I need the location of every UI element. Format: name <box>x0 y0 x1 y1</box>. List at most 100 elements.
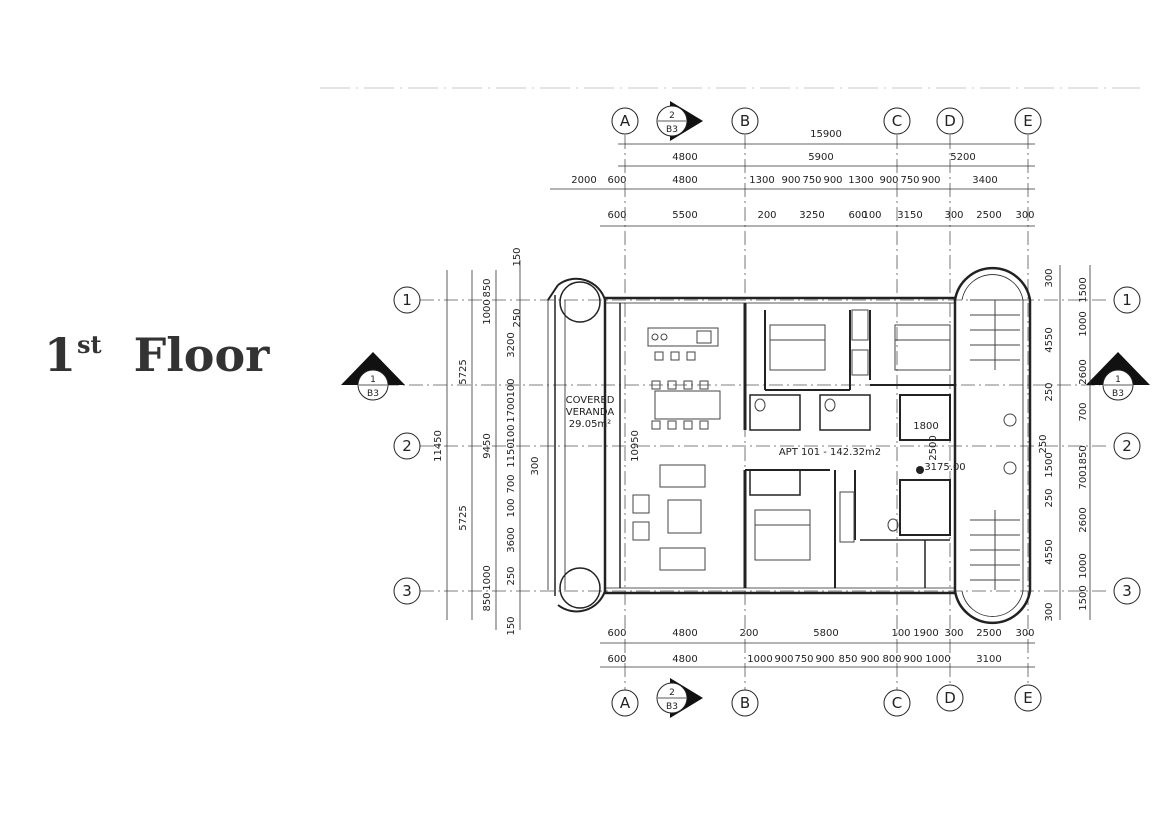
floor-word: Floor <box>133 328 270 382</box>
dim-top-r3-3: 4800 <box>672 175 697 186</box>
dim-bot-r2-10: 900 <box>903 654 922 665</box>
floor-number: 1 <box>44 328 77 382</box>
dim-top-r4-2: 5500 <box>672 210 697 221</box>
section-right-sheet: B3 <box>1112 389 1124 399</box>
dim-left-3-5: 100 <box>506 498 517 517</box>
stair-dim-vertical: 2500 <box>928 435 939 460</box>
dim-top-r2-3: 5200 <box>950 152 975 163</box>
grid-col-top-d: D <box>944 112 956 130</box>
floor-ordinal-suffix: st <box>77 330 102 359</box>
dim-right-out-6: 700 <box>1078 470 1089 489</box>
grid-row-left-1: 1 <box>402 291 412 309</box>
dim-bot-r2-1: 600 <box>607 654 626 665</box>
dim-right-out-4: 700 <box>1078 402 1089 421</box>
dim-left-2-2: 9450 <box>482 433 493 458</box>
dim-top-r4-6: 100 <box>862 210 881 221</box>
dim-top-r4-7: 3150 <box>897 210 922 221</box>
dim-right-in-7: 4550 <box>1044 539 1055 564</box>
grid-row-right-3: 3 <box>1122 582 1132 600</box>
section-left-sheet: B3 <box>367 389 379 399</box>
dim-top-r3-5: 900 <box>781 175 800 186</box>
dim-top-r3-11: 900 <box>921 175 940 186</box>
dim-top-r3-6: 750 <box>802 175 821 186</box>
stair-dim-label: 1800 <box>913 421 938 432</box>
dim-left-2-3: 5725 <box>458 505 469 530</box>
grid-row-right-2: 2 <box>1122 437 1132 455</box>
dim-bot-r2-9: 800 <box>882 654 901 665</box>
dim-right-in-2: 4550 <box>1044 327 1055 352</box>
grid-col-top-b: B <box>740 112 750 130</box>
grid-col-bottom-e: E <box>1023 689 1032 707</box>
dim-left-3-6: 3600 <box>506 527 517 552</box>
level-mark: 3175.00 <box>924 462 965 473</box>
dim-bot-r2-4: 900 <box>774 654 793 665</box>
grid-col-top-a: A <box>620 112 631 130</box>
grid-col-top-c: C <box>892 112 902 130</box>
dim-top-r2-2: 5900 <box>808 152 833 163</box>
dim-top-r3-10: 750 <box>900 175 919 186</box>
dim-top-r4-9: 2500 <box>976 210 1001 221</box>
dim-top-r3-4: 1300 <box>749 175 774 186</box>
dim-right-out-3: 2600 <box>1078 359 1089 384</box>
section-top-number: 2 <box>669 111 675 121</box>
dim-left-4-8: 250 <box>506 566 517 585</box>
dim-top-r3-1: 2000 <box>571 175 596 186</box>
dim-bot-r2-2: 4800 <box>672 654 697 665</box>
dim-left-4-7: 700 <box>506 474 517 493</box>
section-right-number: 1 <box>1115 375 1121 385</box>
dim-right-out-7: 2600 <box>1078 507 1089 532</box>
dim-bot-r2-5: 750 <box>794 654 813 665</box>
grid-col-bottom-c: C <box>892 694 902 712</box>
veranda-label-line1: COVERED <box>566 395 615 406</box>
grid-col-bottom-b: B <box>740 694 750 712</box>
dim-bot-r1-8: 2500 <box>976 628 1001 639</box>
section-left-number: 1 <box>370 375 376 385</box>
level-marker-icon <box>916 466 924 474</box>
dim-bot-r1-5: 100 <box>891 628 910 639</box>
dim-left-2-1: 5725 <box>458 359 469 384</box>
dim-left-4-10: 150 <box>506 616 517 635</box>
section-marker-right <box>1086 352 1150 401</box>
dim-right-in-6: 250 <box>1044 488 1055 507</box>
dimension-lines <box>446 143 1091 668</box>
dim-left-3-3: 1700 <box>506 397 517 422</box>
section-bottom-number: 2 <box>669 688 675 698</box>
dim-right-out-8: 1000 <box>1078 553 1089 578</box>
dim-left-4-1: 150 <box>512 247 523 266</box>
dim-right-out-9: 1500 <box>1078 585 1089 610</box>
dim-top-r3-2: 600 <box>607 175 626 186</box>
apartment-label: APT 101 - 142.32m2 <box>779 447 881 458</box>
dim-top-r4-4: 3250 <box>799 210 824 221</box>
dim-top-r2-1: 4800 <box>672 152 697 163</box>
dim-bot-r1-6: 1900 <box>913 628 938 639</box>
dim-left-4-2: 850 <box>482 278 493 297</box>
grid-row-left-2: 2 <box>402 437 412 455</box>
grid-row-left-3: 3 <box>402 582 412 600</box>
section-marker-left <box>341 352 405 401</box>
furniture <box>632 299 1020 590</box>
dim-bot-r2-11: 1000 <box>925 654 950 665</box>
section-marker-bottom <box>656 678 703 718</box>
dim-right-in-1: 300 <box>1044 268 1055 287</box>
dim-left-3-7: 1000 <box>482 565 493 590</box>
dim-bot-r1-4: 5800 <box>813 628 838 639</box>
section-top-sheet: B3 <box>666 125 678 135</box>
dim-top-r4-3: 200 <box>757 210 776 221</box>
veranda-area: 29.05m² <box>569 419 611 430</box>
dim-top-r3-7: 900 <box>823 175 842 186</box>
dim-top-r4-1: 600 <box>607 210 626 221</box>
dim-bot-r2-8: 900 <box>860 654 879 665</box>
dim-left-4-6: 300 <box>530 456 541 475</box>
dim-bot-r2-12: 3100 <box>976 654 1001 665</box>
dim-left-4-5: 100 <box>506 424 517 443</box>
dim-top-r3-12: 3400 <box>972 175 997 186</box>
dim-bot-r1-9: 300 <box>1015 628 1034 639</box>
dim-right-out-2: 1000 <box>1078 311 1089 336</box>
dim-right-in-3: 250 <box>1044 382 1055 401</box>
veranda-length: 10950 <box>630 430 641 462</box>
grid-col-bottom-a: A <box>620 694 631 712</box>
dim-bot-r1-7: 300 <box>944 628 963 639</box>
dim-left-4-4: 100 <box>506 378 517 397</box>
section-bottom-sheet: B3 <box>666 702 678 712</box>
